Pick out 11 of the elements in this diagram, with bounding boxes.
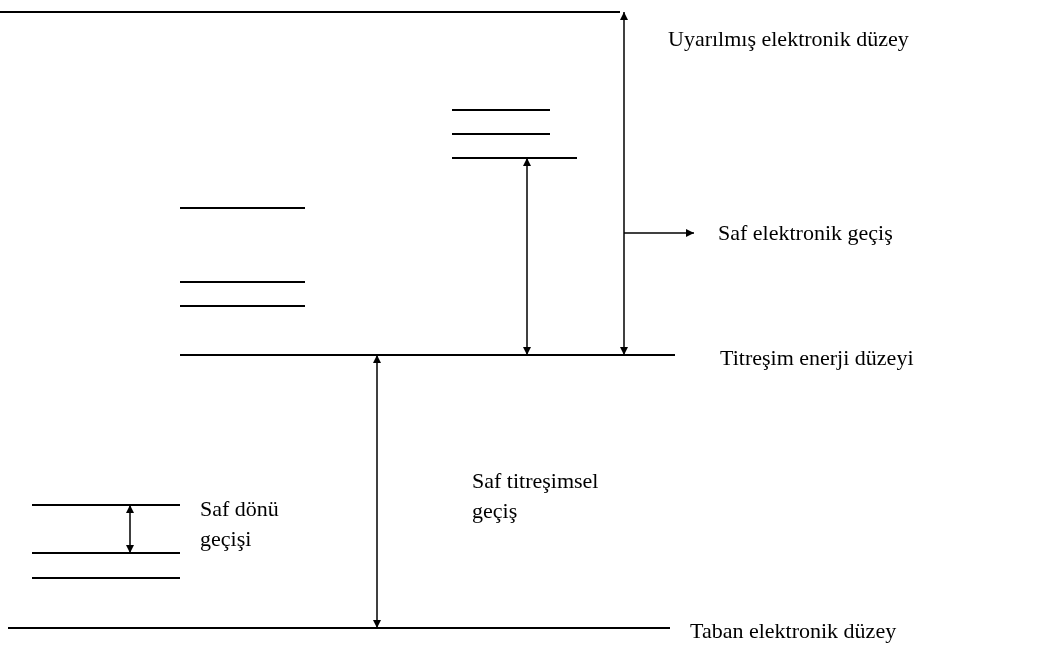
arrow	[523, 157, 531, 356]
transition-label: Saf titreşimsel geçiş	[472, 467, 600, 525]
level-label: Uyarılmış elektronik düzey	[668, 28, 909, 50]
arrow	[373, 354, 381, 629]
transition-label: Saf dönü geçişi	[200, 495, 280, 553]
level-label: Taban elektronik düzey	[690, 620, 897, 642]
arrow	[620, 11, 628, 356]
level-label: Titreşim enerji düzeyi	[720, 347, 914, 369]
transition-label: Saf elektronik geçiş	[718, 222, 894, 244]
arrow	[623, 229, 695, 237]
arrow	[126, 504, 134, 554]
